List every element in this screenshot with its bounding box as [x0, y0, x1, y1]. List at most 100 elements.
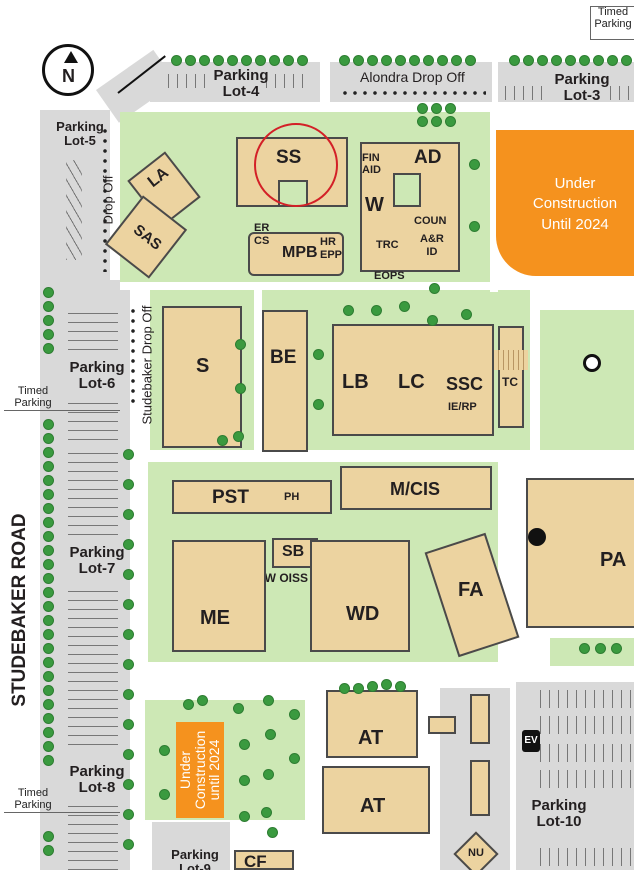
tree — [424, 56, 433, 65]
building-ph-label: PH — [284, 491, 300, 503]
tree — [124, 510, 133, 519]
tree — [124, 600, 133, 609]
tree — [466, 56, 475, 65]
building-ad-court — [393, 173, 421, 207]
timed-parking-sign-1: Timed Parking — [590, 6, 634, 40]
tc-bridge — [494, 350, 528, 370]
building-m-cis-label: M/CIS — [390, 479, 441, 499]
tree — [214, 56, 223, 65]
tree — [44, 728, 53, 737]
building-mpb[interactable] — [248, 232, 344, 276]
lot-10-stalls-5 — [540, 848, 634, 866]
tree — [264, 696, 273, 705]
building-lb-lc-ssc[interactable] — [332, 324, 494, 436]
under-construction-right — [496, 130, 634, 276]
building-m-cis[interactable] — [340, 466, 492, 510]
parking-lot-9-area[interactable] — [152, 822, 230, 870]
parking-west-strip[interactable] — [40, 280, 130, 870]
alondra-drop-off-dots — [340, 88, 486, 98]
tree — [622, 56, 631, 65]
parking-lot-8-label[interactable]: Parking Lot-8 — [69, 763, 125, 796]
building-at-2-east[interactable] — [470, 760, 490, 816]
building-at-1-annex[interactable] — [428, 716, 456, 734]
tree — [428, 316, 437, 325]
tree — [236, 384, 245, 393]
tree — [266, 730, 275, 739]
tree — [580, 56, 589, 65]
tree — [236, 340, 245, 349]
tree — [124, 660, 133, 669]
tree — [44, 420, 53, 429]
building-ar-id-label: A&R ID — [420, 233, 444, 258]
building-be[interactable] — [262, 310, 308, 452]
tree — [446, 104, 455, 113]
tree — [608, 56, 617, 65]
tree — [290, 710, 299, 719]
building-s[interactable] — [162, 306, 242, 448]
parking-lot-5-label[interactable]: Parking Lot-5 — [56, 119, 104, 148]
parking-lot-9-label[interactable]: Parking Lot-9 — [171, 847, 219, 870]
tree — [124, 480, 133, 489]
tree — [124, 450, 133, 459]
lot-5-stalls — [66, 160, 82, 260]
building-hr-epp-label: HR EPP — [320, 236, 343, 261]
tree — [44, 846, 53, 855]
tree — [262, 808, 271, 817]
building-wd[interactable] — [310, 540, 410, 652]
tree — [44, 532, 53, 541]
compass-label: N — [62, 66, 75, 86]
walkway-4 — [490, 112, 498, 292]
building-ad-label: AD — [414, 147, 442, 168]
parking-lot-6-label[interactable]: Parking Lot-6 — [69, 359, 125, 392]
building-pac[interactable] — [526, 478, 634, 628]
tree — [524, 56, 533, 65]
lot-8-stalls — [68, 800, 118, 870]
tree — [368, 56, 377, 65]
building-at-1[interactable] — [326, 690, 418, 758]
tree — [452, 56, 461, 65]
tree — [566, 56, 575, 65]
building-at-1-label: AT — [358, 727, 384, 749]
building-fin-aid-label: FIN AID — [362, 152, 381, 177]
tree — [552, 56, 561, 65]
tree — [340, 56, 349, 65]
timed-parking-leader-2 — [4, 410, 120, 411]
tree — [124, 780, 133, 789]
tree — [198, 696, 207, 705]
tree — [382, 680, 391, 689]
tree — [234, 704, 243, 713]
building-at-2[interactable] — [322, 766, 430, 834]
tree — [538, 56, 547, 65]
building-eops-label: EOPS — [374, 270, 405, 282]
parking-lot-3-label[interactable]: Parking Lot-3 — [554, 71, 610, 104]
building-ad[interactable] — [360, 142, 460, 272]
lot-4-stalls-2 — [266, 74, 310, 88]
tree — [44, 714, 53, 723]
tree — [44, 546, 53, 555]
alondra-drop-off-label: Alondra Drop Off — [360, 69, 465, 85]
grass-south-east — [550, 638, 634, 666]
parking-lot-4-label[interactable]: Parking Lot-4 — [213, 67, 269, 100]
parking-lot-7-label[interactable]: Parking Lot-7 — [69, 544, 125, 577]
tree — [612, 644, 621, 653]
building-be-label: BE — [270, 347, 297, 368]
building-me[interactable] — [172, 540, 266, 652]
building-tc[interactable] — [498, 326, 524, 428]
building-wd-label: WD — [346, 603, 380, 625]
building-cf[interactable] — [234, 850, 294, 870]
tree — [44, 756, 53, 765]
building-at-1-east[interactable] — [470, 694, 490, 744]
building-pst[interactable] — [172, 480, 332, 514]
tree — [234, 432, 243, 441]
tree — [242, 56, 251, 65]
walkway-2 — [140, 452, 634, 462]
walkway-5 — [254, 290, 262, 452]
tree — [418, 117, 427, 126]
tree — [160, 746, 169, 755]
tree — [432, 117, 441, 126]
tree — [314, 400, 323, 409]
tree — [124, 690, 133, 699]
tree — [470, 160, 479, 169]
parking-lot-10-label[interactable]: Parking Lot-10 — [531, 797, 587, 830]
